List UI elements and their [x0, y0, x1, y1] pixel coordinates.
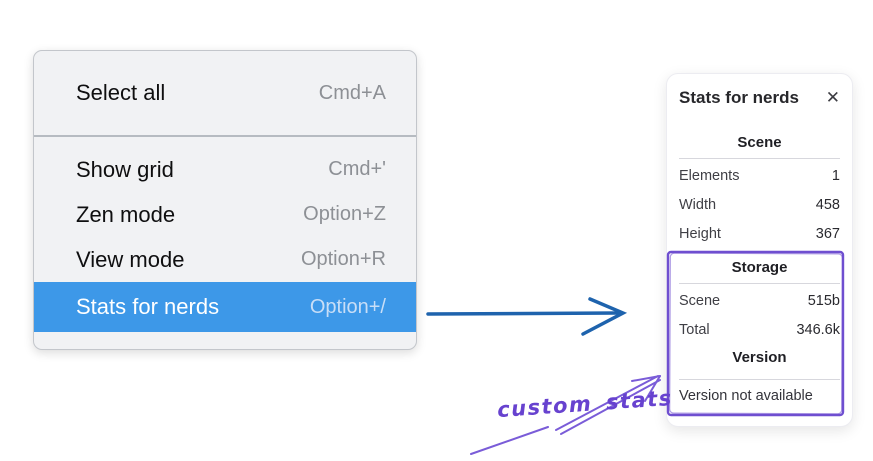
section-rows: Scene 515b Total 346.6k	[679, 284, 840, 345]
menu-item-label: Zen mode	[76, 201, 176, 227]
stats-panel-title: Stats for nerds	[679, 88, 799, 107]
close-button[interactable]: ✕	[825, 87, 840, 108]
stats-panel: Stats for nerds ✕ Scene Elements 1 Width…	[666, 73, 853, 427]
blue-arrow	[426, 297, 628, 336]
section-heading: Storage	[731, 259, 788, 276]
stat-value: 367	[815, 226, 840, 242]
context-menu: Select all Cmd+A Show grid Cmd+' Zen mod…	[33, 50, 417, 350]
menu-divider	[34, 135, 416, 137]
menu-item-zen-mode[interactable]: Zen mode Option+Z	[34, 192, 416, 237]
stat-label: Total	[679, 322, 710, 338]
menu-item-shortcut: Option+R	[300, 248, 386, 270]
stats-section-storage: Storage Scene 515b Total 346.6k	[679, 259, 840, 345]
section-divider	[679, 158, 840, 159]
stat-label: Height	[679, 226, 721, 242]
stat-row-total-storage: Total 346.6k	[679, 316, 840, 345]
stat-row-scene-storage: Scene 515b	[679, 287, 840, 316]
section-heading: Version	[732, 349, 787, 366]
menu-item-stats-for-nerds[interactable]: Stats for nerds Option+/	[34, 282, 416, 332]
section-heading: Scene	[737, 134, 782, 151]
stat-label: Width	[679, 197, 717, 213]
stat-row-elements: Elements 1	[679, 162, 840, 191]
stat-value: 1	[831, 168, 840, 184]
menu-item-shortcut: Cmd+A	[318, 81, 386, 104]
menu-item-label: Stats for nerds	[76, 294, 220, 319]
menu-item-shortcut: Cmd+'	[328, 158, 386, 180]
stat-value: 346.6k	[796, 322, 840, 338]
custom-stats-annotation: custom stats	[496, 385, 674, 423]
version-note: Version not available	[679, 388, 813, 404]
menu-item-label: Show grid	[76, 156, 174, 182]
stats-section-version: Version Version not available	[679, 349, 840, 405]
menu-group: Show grid Cmd+' Zen mode Option+Z View m…	[34, 137, 416, 332]
menu-item-show-grid[interactable]: Show grid Cmd+'	[34, 147, 416, 192]
stat-value: 458	[815, 197, 840, 213]
menu-item-shortcut: Option+Z	[303, 203, 386, 225]
menu-item-shortcut: Option+/	[309, 295, 386, 318]
custom-stats-arrow	[470, 375, 661, 455]
stats-section-scene: Scene Elements 1 Width 458 Height 367	[679, 134, 840, 249]
menu-item-label: Select all	[76, 80, 166, 105]
menu-item-view-mode[interactable]: View mode Option+R	[34, 237, 416, 282]
stat-value: 515b	[807, 293, 840, 309]
stats-panel-header: Stats for nerds ✕	[679, 88, 840, 108]
stat-row-height: Height 367	[679, 220, 840, 249]
stat-label: Scene	[679, 293, 721, 309]
menu-item-label: View mode	[76, 246, 185, 272]
stat-label: Elements	[679, 168, 740, 184]
section-rows: Elements 1 Width 458 Height 367	[679, 159, 840, 249]
close-icon: ✕	[825, 87, 840, 108]
stat-row-width: Width 458	[679, 191, 840, 220]
menu-item-select-all[interactable]: Select all Cmd+A	[34, 51, 416, 135]
